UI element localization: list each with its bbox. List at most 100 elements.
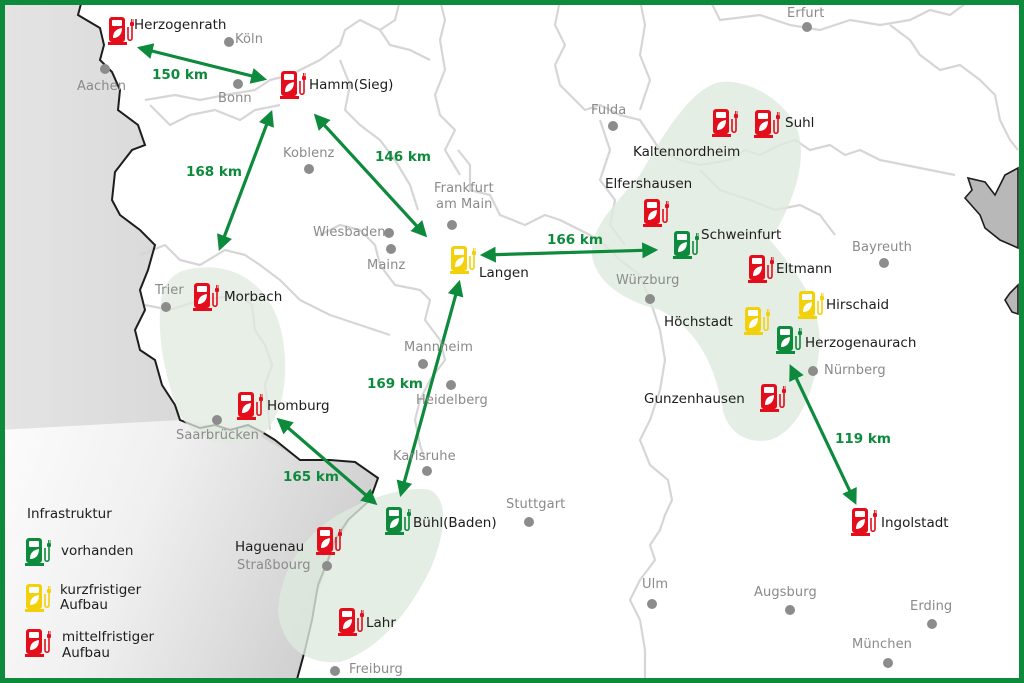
city-label-koblenz: Koblenz <box>283 146 335 161</box>
arrow-homburg-buehl <box>276 417 378 506</box>
city-label-wiesbaden: Wiesbaden <box>313 225 386 240</box>
site-label-suhl[interactable]: Suhl <box>785 115 815 131</box>
site-label-homburg[interactable]: Homburg <box>267 398 330 414</box>
city-label-aachen: Aachen <box>77 79 127 94</box>
city-dot <box>384 228 394 238</box>
charging-pump-icon-existing[interactable] <box>385 506 411 536</box>
city-dot <box>212 415 222 425</box>
distance-label: 169 km <box>367 376 423 392</box>
charging-pump-icon-mid-term[interactable] <box>237 391 263 421</box>
charging-pump-icon-mid-term[interactable] <box>760 383 786 413</box>
city-dot <box>418 359 428 369</box>
charging-pump-icon-mid-term[interactable] <box>193 282 219 312</box>
city-label-wuerzburg: Würzburg <box>616 273 680 288</box>
distance-label: 166 km <box>547 232 603 248</box>
region-franconia <box>591 81 820 441</box>
legend-label-mid-term-2: Aufbau <box>62 645 110 661</box>
distance-label: 146 km <box>375 149 431 165</box>
charging-pump-icon-mid-term[interactable] <box>108 16 134 46</box>
city-label-strassbourg: Straßbourg <box>237 558 311 573</box>
city-dot <box>802 22 812 32</box>
legend-label-short-term-1: kurzfristiger <box>60 582 142 598</box>
city-dot <box>100 64 110 74</box>
city-label-freiburg: Freiburg <box>349 662 403 677</box>
site-label-herzogenrath[interactable]: Herzogenrath <box>134 17 227 33</box>
site-label-hoechstadt[interactable]: Höchstadt <box>664 314 733 330</box>
city-label-bonn: Bonn <box>218 91 252 106</box>
city-dot <box>447 220 457 230</box>
city-dot <box>233 79 243 89</box>
city-dot <box>322 561 332 571</box>
site-label-haguenau[interactable]: Haguenau <box>235 539 305 555</box>
charging-pump-icon-mid-term[interactable] <box>280 70 306 100</box>
city-label-erfurt: Erfurt <box>787 6 825 21</box>
site-label-gunzenhausen[interactable]: Gunzenhausen <box>644 391 745 407</box>
city-dot <box>386 244 396 254</box>
charging-pump-icon-mid-term[interactable] <box>316 526 342 556</box>
city-dot <box>879 258 889 268</box>
arrow-hamm-langen <box>313 113 428 238</box>
site-label-morbach[interactable]: Morbach <box>224 289 283 305</box>
city-dot <box>524 517 534 527</box>
city-label-augsburg: Augsburg <box>754 585 817 600</box>
charging-pump-icon-mid-term[interactable] <box>754 109 780 139</box>
arrow-langen-schweinfurt <box>479 242 659 263</box>
city-label-karlsruhe: Karlsruhe <box>393 449 456 464</box>
charging-pump-icon-existing[interactable] <box>776 325 802 355</box>
charging-pump-icon-short-term[interactable] <box>744 306 770 336</box>
city-dot <box>647 599 657 609</box>
site-label-herzogenaurach[interactable]: Herzogenaurach <box>805 335 917 351</box>
charging-pump-icon-short-term[interactable] <box>798 290 824 320</box>
city-label-mannheim: Mannheim <box>404 340 473 355</box>
city-dot <box>883 658 893 668</box>
legend-pump-icon-mid-term <box>25 628 51 658</box>
city-label-fulda: Fulda <box>591 103 627 118</box>
arrow-langen-buehl <box>396 279 464 498</box>
city-dot <box>304 164 314 174</box>
legend-pump-icon-existing <box>25 537 51 567</box>
site-label-kaltennordheim[interactable]: Kaltennordheim <box>633 144 741 160</box>
site-label-langen[interactable]: Langen <box>479 265 529 281</box>
arrow-herzogenrath-hamm <box>136 43 268 84</box>
city-label-mainz: Mainz <box>367 258 406 273</box>
city-dot <box>422 466 432 476</box>
city-label-heidelberg: Heidelberg <box>416 393 488 408</box>
legend-label-short-term-2: Aufbau <box>60 597 108 613</box>
charging-pump-icon-existing[interactable] <box>673 230 699 260</box>
site-label-buehl-baden[interactable]: Bühl(Baden) <box>413 515 497 531</box>
city-label-frankfurt: Frankfurt <box>434 181 494 196</box>
city-dot <box>927 619 937 629</box>
city-label-stuttgart: Stuttgart <box>506 497 566 512</box>
site-label-schweinfurt[interactable]: Schweinfurt <box>701 227 782 243</box>
legend-label-mid-term-1: mittelfristiger <box>62 629 155 645</box>
charging-pump-icon-mid-term[interactable] <box>851 507 877 537</box>
charging-pump-icon-mid-term[interactable] <box>338 607 364 637</box>
city-label-koeln: Köln <box>235 32 264 47</box>
city-label-erding: Erding <box>910 599 953 614</box>
legend-pump-icon-short-term <box>25 583 51 613</box>
city-dot <box>645 294 655 304</box>
city-label-trier: Trier <box>155 283 184 298</box>
city-label-bayreuth: Bayreuth <box>852 240 913 255</box>
distance-label: 165 km <box>283 469 339 485</box>
site-label-ingolstadt[interactable]: Ingolstadt <box>881 515 949 531</box>
charging-pump-icon-mid-term[interactable] <box>712 108 738 138</box>
site-label-eltmann[interactable]: Eltmann <box>776 261 833 277</box>
site-label-hamm-sieg[interactable]: Hamm(Sieg) <box>309 77 394 93</box>
city-dot <box>785 605 795 615</box>
distance-label: 150 km <box>152 67 208 83</box>
city-dot <box>608 121 618 131</box>
legend-title: Infrastruktur <box>27 506 112 522</box>
charging-pump-icon-mid-term[interactable] <box>748 254 774 284</box>
site-label-elfershausen[interactable]: Elfershausen <box>605 176 693 192</box>
city-label-frankfurt-am-main: am Main <box>436 197 493 212</box>
distance-label: 168 km <box>186 164 242 180</box>
site-label-lahr[interactable]: Lahr <box>366 615 396 631</box>
charging-pump-icon-short-term[interactable] <box>450 245 476 275</box>
charging-pump-icon-mid-term[interactable] <box>643 198 669 228</box>
distance-label: 119 km <box>835 431 891 447</box>
city-dot <box>808 366 818 376</box>
site-label-hirschaid[interactable]: Hirschaid <box>826 297 890 313</box>
